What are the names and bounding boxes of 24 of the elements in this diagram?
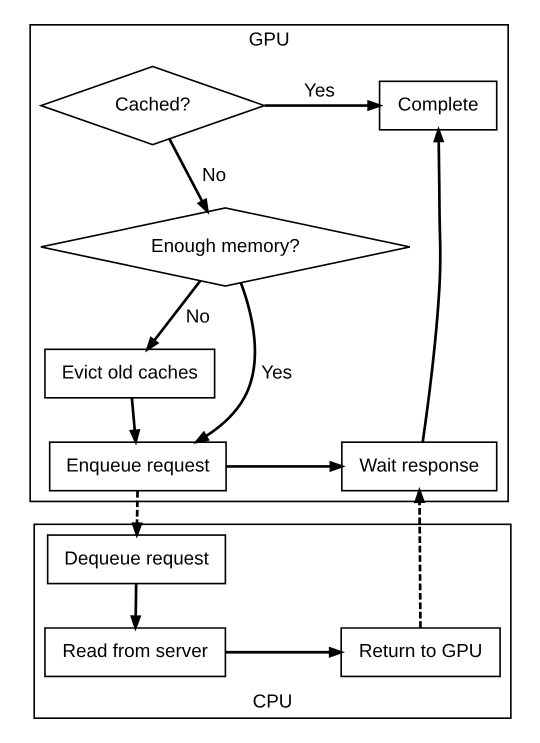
edge-label: No — [201, 164, 226, 186]
edge-label: Yes — [260, 362, 292, 382]
arrow — [130, 490, 142, 539]
node-box: Dequeue request — [46, 534, 226, 584]
arrow — [130, 584, 141, 632]
node-box: Enqueue request — [48, 441, 226, 492]
arrow — [264, 100, 384, 112]
arrow — [144, 280, 201, 352]
arrow — [226, 460, 346, 472]
arrow — [225, 646, 345, 658]
node-box: Wait response — [340, 441, 498, 492]
edge-label: No — [185, 306, 210, 327]
node-diamond: Cached? — [38, 66, 266, 146]
arrow — [413, 486, 425, 628]
node-box: Evict old caches — [44, 348, 215, 399]
edge-label: Yes — [304, 79, 334, 100]
node-diamond: Enough memory? — [40, 207, 410, 287]
arrow — [192, 282, 256, 444]
arrow — [420, 126, 444, 442]
arrow — [168, 138, 209, 215]
node-box: Return to GPU — [340, 627, 500, 678]
arrow — [128, 398, 140, 446]
node-box: Complete — [378, 80, 498, 131]
node-box: Read from server — [44, 627, 226, 678]
